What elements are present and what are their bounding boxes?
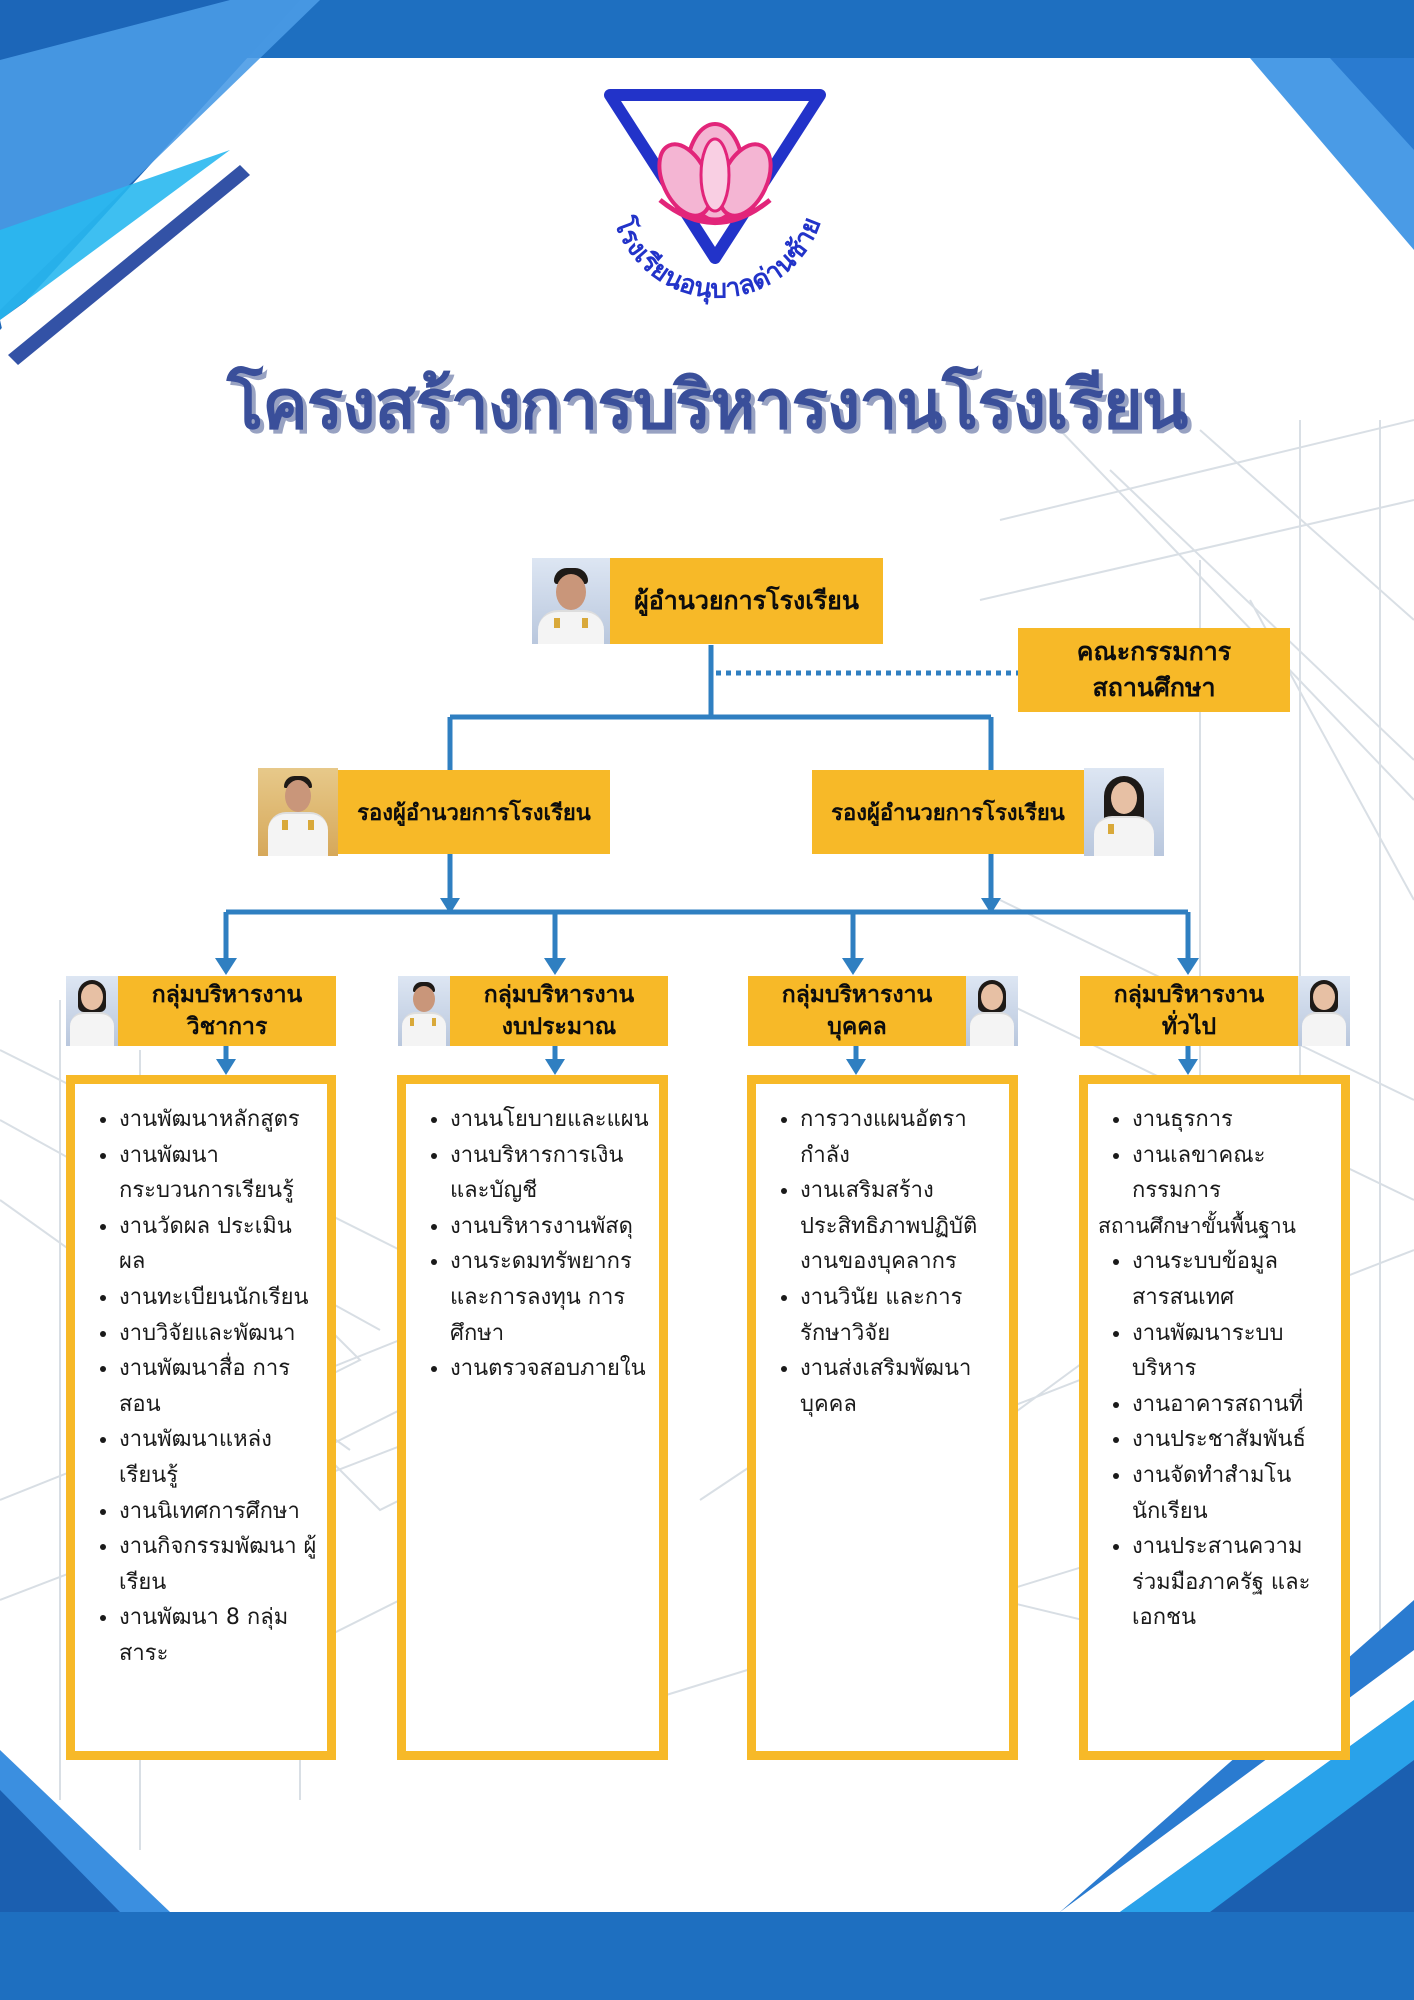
deputy-right-photo (1084, 768, 1164, 856)
group-1-duty-list: งานพัฒนาหลักสูตรงานพัฒนา กระบวนการเรียนร… (66, 1075, 336, 1760)
corner-top-right (1250, 58, 1414, 250)
list-item: งานพัฒนา 8 กลุ่ม สาระ (119, 1600, 317, 1671)
deputy-right-label: รองผู้อำนวยการโรงเรียน (831, 800, 1065, 826)
group-4-line2: ทั่วไป (1161, 1014, 1217, 1040)
director-label: ผู้อำนวยการโรงเรียน (634, 586, 859, 615)
arrow-group-3 (842, 958, 864, 975)
group-4-photo (1298, 976, 1350, 1046)
group-4-items-a: งานธุรการงานเลขาคณะ กรรมการ (1098, 1102, 1331, 1209)
list-item: งานส่งเสริมพัฒนา บุคคล (800, 1351, 999, 1422)
list-item: งานทะเบียนนักเรียน (119, 1280, 317, 1316)
list-item: งาบวิจัยและพัฒนา (119, 1316, 317, 1352)
deputy-right-box: รองผู้อำนวยการโรงเรียน (812, 770, 1084, 854)
page-title: โครงสร้างการบริหารงานโรงเรียน (226, 366, 1188, 445)
group-3-photo (966, 976, 1018, 1046)
group-4-header: กลุ่มบริหารงาน ทั่วไป (1080, 976, 1298, 1046)
list-item: งานตรวจสอบภายใน (450, 1351, 649, 1387)
group-2-line1: กลุ่มบริหารงาน (483, 982, 635, 1008)
group-3-line2: บุคคล (827, 1014, 887, 1040)
group-1-photo (66, 976, 118, 1046)
list-item: งานพัฒนาระบบ บริหาร (1132, 1316, 1331, 1387)
group-3-items: การวางแผนอัตรา กำลังงานเสริมสร้าง ประสิท… (770, 1102, 999, 1422)
list-item: งานนิเทศการศึกษา (119, 1494, 317, 1530)
list-item: งานพัฒนาสื่อ การสอน (119, 1351, 317, 1422)
group-2-header: กลุ่มบริหารงาน งบประมาณ (450, 976, 668, 1046)
list-item: งานกิจกรรมพัฒนา ผู้เรียน (119, 1529, 317, 1600)
group-1-line2: วิชาการ (186, 1014, 268, 1040)
group-2-photo (398, 976, 450, 1046)
list-item: งานพัฒนาแหล่ง เรียนรู้ (119, 1422, 317, 1493)
list-item: งานวินัย และการ รักษาวิจัย (800, 1280, 999, 1351)
list-item: งานบริหารการเงิน และบัญชี (450, 1138, 649, 1209)
list-item: การวางแผนอัตรา กำลัง (800, 1102, 999, 1173)
group-1-items: งานพัฒนาหลักสูตรงานพัฒนา กระบวนการเรียนร… (89, 1102, 317, 1672)
group-4-line1: กลุ่มบริหารงาน (1113, 982, 1265, 1008)
group-2-line2: งบประมาณ (501, 1014, 617, 1040)
arrow-deputy-right (981, 898, 1001, 914)
arrow-group-4-list (1178, 1059, 1198, 1075)
arrow-group-2-list (545, 1059, 565, 1075)
arrow-group-4 (1177, 958, 1199, 975)
list-item: งานธุรการ (1132, 1102, 1331, 1138)
director-box: ผู้อำนวยการโรงเรียน (610, 558, 883, 644)
arrow-deputy-left (440, 898, 460, 914)
list-item: งานบริหารงานพัสดุ (450, 1209, 649, 1245)
arrow-group-1 (215, 958, 237, 975)
arrow-group-1-list (216, 1059, 236, 1075)
list-item: งานจัดทำสำมโน นักเรียน (1132, 1458, 1331, 1529)
deputy-left-label: รองผู้อำนวยการโรงเรียน (357, 800, 591, 826)
group-1-line1: กลุ่มบริหารงาน (151, 982, 303, 1008)
list-item: งานระดมทรัพยากร และการลงทุน การศึกษา (450, 1244, 649, 1351)
group-4-note: สถานศึกษาขั้นพื้นฐาน (1098, 1213, 1297, 1238)
list-item: งานเสริมสร้าง ประสิทธิภาพปฏิบัติ งานของบ… (800, 1173, 999, 1280)
group-4-items-b: งานระบบข้อมูล สารสนเทศงานพัฒนาระบบ บริหา… (1098, 1244, 1331, 1636)
group-2-items: งานนโยบายและแผนงานบริหารการเงิน และบัญชี… (420, 1102, 649, 1387)
group-3-line1: กลุ่มบริหารงาน (781, 982, 933, 1008)
committee-line2: สถานศึกษา (1092, 673, 1216, 702)
list-item: งานพัฒนาหลักสูตร (119, 1102, 317, 1138)
list-item: งานอาคารสถานที่ (1132, 1387, 1331, 1423)
school-logo: โรงเรียนอนุบาลด่านซ้าย (604, 89, 827, 306)
list-item: งานเลขาคณะ กรรมการ (1132, 1138, 1331, 1209)
group-2-duty-list: งานนโยบายและแผนงานบริหารการเงิน และบัญชี… (397, 1075, 668, 1760)
lotus-icon (657, 122, 773, 225)
committee-line1: คณะกรรมการ (1076, 637, 1232, 666)
committee-box: คณะกรรมการ สถานศึกษา (1018, 628, 1290, 712)
bottom-frame (0, 1912, 1414, 2000)
list-item: งานประสานความ ร่วมมือภาครัฐ และ เอกชน (1132, 1529, 1331, 1636)
group-1-header: กลุ่มบริหารงาน วิชาการ (118, 976, 336, 1046)
arrow-group-3-list (846, 1059, 866, 1075)
list-item: งานประชาสัมพันธ์ (1132, 1422, 1331, 1458)
deputy-left-photo (258, 768, 338, 856)
group-4-duty-list: งานธุรการงานเลขาคณะ กรรมการ สถานศึกษาขั้… (1079, 1075, 1350, 1760)
list-item: งานวัดผล ประเมินผล (119, 1209, 317, 1280)
group-3-duty-list: การวางแผนอัตรา กำลังงานเสริมสร้าง ประสิท… (747, 1075, 1018, 1760)
list-item: งานพัฒนา กระบวนการเรียนรู้ (119, 1138, 317, 1209)
top-frame (0, 0, 1414, 58)
group-3-header: กลุ่มบริหารงาน บุคคล (748, 976, 966, 1046)
arrow-group-2 (544, 958, 566, 975)
deputy-left-box: รองผู้อำนวยการโรงเรียน (338, 770, 610, 854)
list-item: งานระบบข้อมูล สารสนเทศ (1132, 1244, 1331, 1315)
list-item: งานนโยบายและแผน (450, 1102, 649, 1138)
director-photo (532, 558, 610, 644)
